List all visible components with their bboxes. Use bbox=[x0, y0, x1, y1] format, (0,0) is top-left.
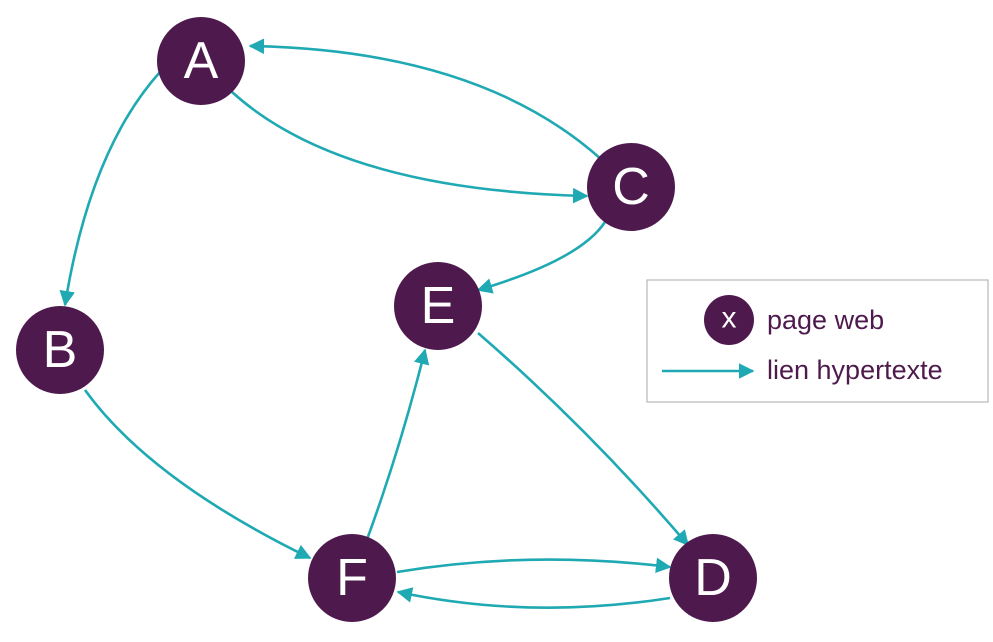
node-D: D bbox=[669, 534, 757, 622]
node-E: E bbox=[394, 262, 482, 350]
legend-node-symbol-label: x bbox=[722, 302, 737, 335]
node-C: C bbox=[587, 143, 675, 231]
edge-C-A bbox=[248, 38, 603, 161]
node-A-circle bbox=[157, 17, 245, 105]
edges bbox=[59, 38, 690, 609]
edge-B-F bbox=[83, 389, 312, 560]
legend-link-text: lien hypertexte bbox=[767, 355, 943, 385]
node-D-label: D bbox=[694, 549, 732, 607]
legend-node-text: page web bbox=[767, 305, 884, 335]
node-D-circle bbox=[669, 534, 757, 622]
legend-node-symbol bbox=[704, 295, 754, 345]
edge-C-E bbox=[476, 221, 607, 294]
edge-F-E bbox=[363, 348, 430, 546]
node-B: B bbox=[16, 306, 104, 394]
legend: x page web lien hypertexte bbox=[646, 279, 989, 403]
node-A-label: A bbox=[184, 32, 219, 90]
edge-E-D bbox=[477, 332, 690, 547]
edge-A-B bbox=[59, 71, 161, 307]
node-C-circle bbox=[587, 143, 675, 231]
node-F-label: F bbox=[336, 549, 368, 607]
node-B-circle bbox=[16, 306, 104, 394]
node-E-circle bbox=[394, 262, 482, 350]
edge-A-C bbox=[231, 91, 589, 204]
edge-F-D bbox=[396, 557, 672, 574]
edge-D-F bbox=[396, 587, 671, 609]
legend-box bbox=[646, 279, 989, 403]
node-F: F bbox=[308, 534, 396, 622]
node-C-label: C bbox=[612, 158, 650, 216]
node-B-label: B bbox=[43, 321, 78, 379]
node-A: A bbox=[157, 17, 245, 105]
node-F-circle bbox=[308, 534, 396, 622]
node-E-label: E bbox=[421, 277, 456, 335]
